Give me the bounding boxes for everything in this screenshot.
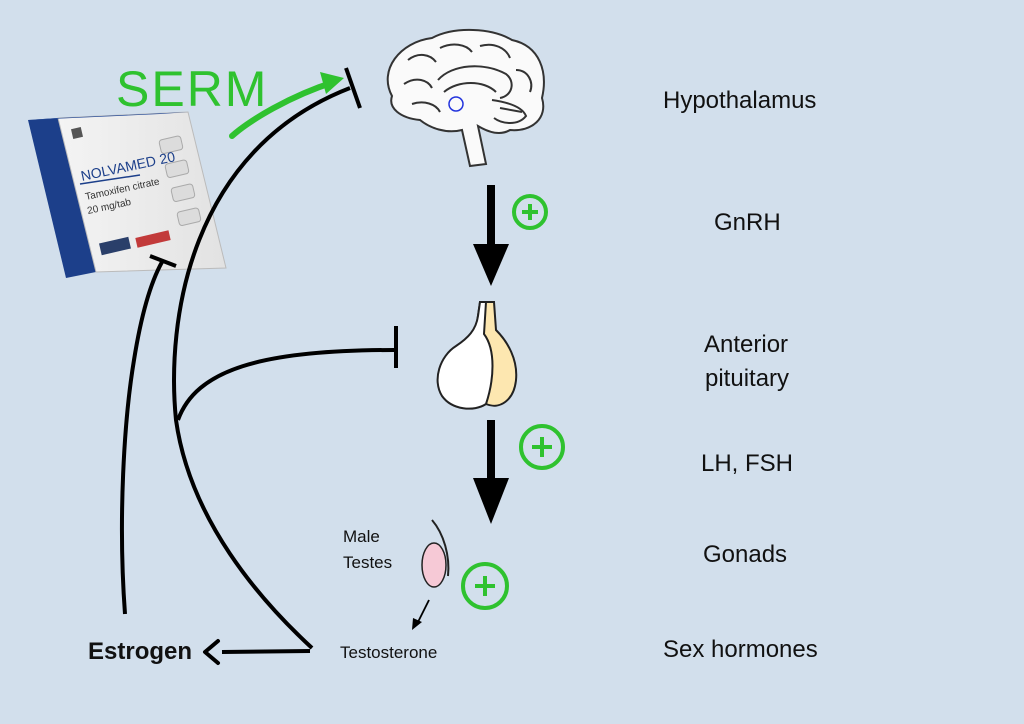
pituitary-label: pituitary — [705, 365, 790, 392]
serm-arrow — [229, 72, 344, 139]
gnrh-label: GnRH — [714, 209, 781, 236]
hypothalamus-inhibition-bar — [344, 67, 362, 109]
brain-icon — [386, 29, 545, 168]
gnrh-arrow — [473, 185, 509, 286]
estrogen-feedback-line — [119, 261, 164, 615]
plus-stimulation-icon — [461, 562, 509, 610]
testes-to-testosterone-arrow — [412, 599, 430, 630]
testis-icon — [421, 519, 450, 588]
medicine-package-icon — [28, 111, 227, 278]
estrogen-arrow — [203, 639, 311, 665]
lh-fsh-label: LH, FSH — [701, 450, 794, 477]
hypothalamus-label: Hypothalamus — [663, 87, 817, 114]
male-label: Male — [343, 527, 380, 546]
serm-label: SERM — [116, 61, 269, 117]
anterior-label: Anterior — [704, 331, 789, 358]
estrogen-label: Estrogen — [88, 638, 193, 665]
testosterone-label: Testosterone — [340, 643, 438, 662]
plus-stimulation-icon — [512, 194, 548, 230]
testes-label: Testes — [343, 553, 393, 572]
package-inhibition-bar — [149, 254, 177, 268]
pituitary-gland-icon — [436, 301, 518, 410]
sex-hormones-label: Sex hormones — [663, 636, 818, 663]
testosterone-feedback-line — [172, 86, 351, 650]
gonads-label: Gonads — [703, 541, 788, 568]
lh-fsh-arrow — [473, 420, 509, 524]
pituitary-feedback-line — [176, 348, 395, 421]
plus-stimulation-icon — [519, 424, 565, 470]
